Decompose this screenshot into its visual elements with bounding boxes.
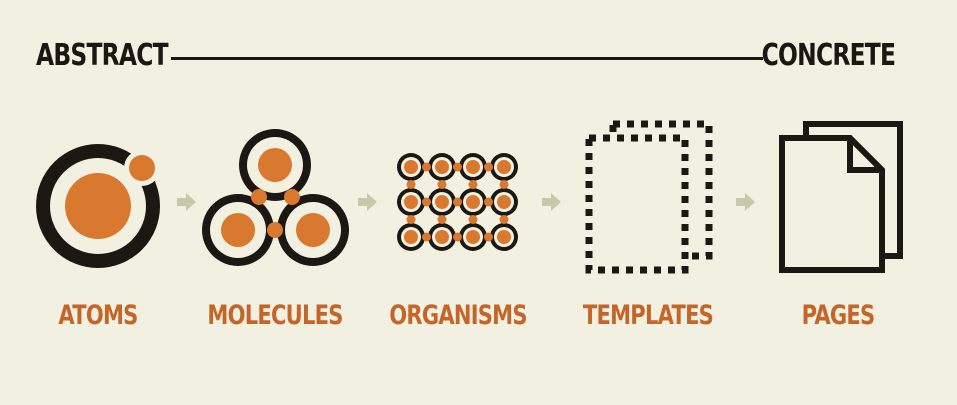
scale-line — [171, 57, 763, 60]
stage-pages — [770, 120, 920, 290]
abstract-label: ABSTRACT — [36, 38, 169, 73]
organism-icon — [397, 153, 518, 251]
stage-molecules — [200, 120, 350, 290]
abstract-concrete-scale: ABSTRACT CONCRETE — [0, 0, 957, 100]
arrow-right-icon — [358, 193, 377, 211]
pages-icon — [779, 121, 903, 273]
arrow-right-icon — [542, 193, 561, 211]
concrete-label: CONCRETE — [761, 38, 895, 73]
stage-label-molecules: MOLECULES — [207, 300, 343, 331]
template-icon — [585, 120, 713, 274]
arrow-right-icon — [736, 193, 755, 211]
stage-label-organisms: ORGANISMS — [389, 300, 527, 331]
stage-atoms — [25, 120, 175, 290]
stage-templates — [575, 120, 725, 290]
arrow-right-icon — [177, 193, 196, 211]
stage-label-pages: PAGES — [801, 300, 876, 331]
molecule-icon — [202, 129, 349, 266]
stage-label-templates: TEMPLATES — [582, 300, 714, 331]
atom-icon — [36, 144, 160, 268]
stage-label-atoms: ATOMS — [58, 300, 138, 331]
stage-organisms — [382, 120, 532, 290]
